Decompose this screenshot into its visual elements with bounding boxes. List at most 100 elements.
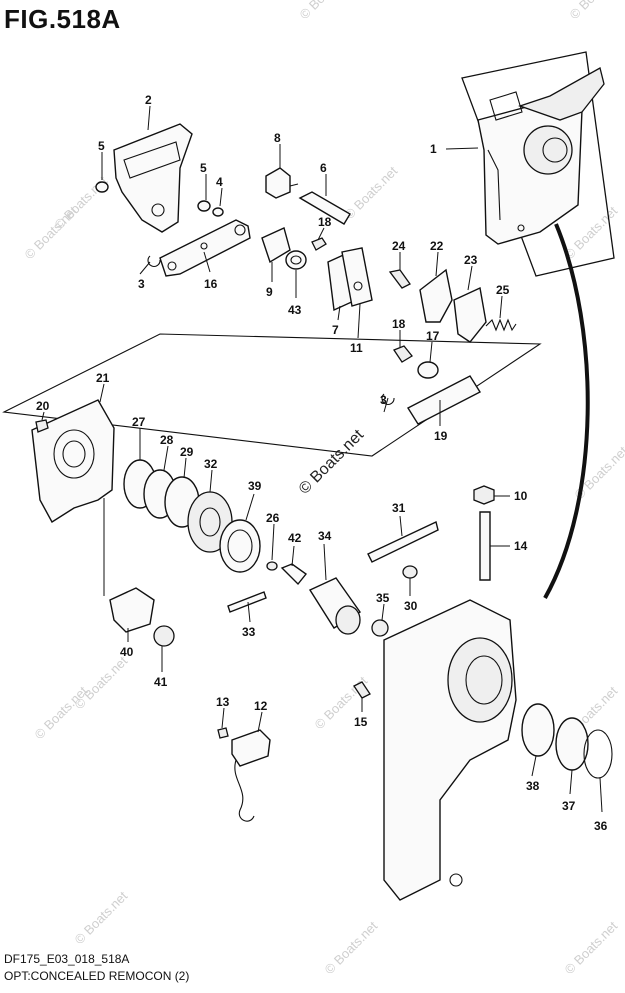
spring <box>485 318 517 332</box>
callout-18: 18 <box>392 317 406 331</box>
callout-14: 14 <box>514 539 528 553</box>
callout-33: 33 <box>242 625 256 639</box>
callout-3: 3 <box>138 277 145 291</box>
watermark-text: © Boats.net <box>567 0 625 22</box>
callout-labels: 1 2 3 3 4 5 5 6 7 8 9 10 11 12 13 14 15 … <box>36 93 608 833</box>
callout-18: 18 <box>318 215 332 229</box>
callout-11: 11 <box>350 341 363 355</box>
screw <box>35 419 49 433</box>
callout-43: 43 <box>288 303 302 317</box>
callout-6: 6 <box>320 161 327 175</box>
callout-41: 41 <box>154 675 168 689</box>
callout-31: 31 <box>392 501 406 515</box>
plate-hole <box>353 281 363 291</box>
cam-plate <box>261 227 291 264</box>
stud-bolt <box>479 511 491 581</box>
remote-control-unit <box>477 67 605 245</box>
neutral-switch-connector <box>231 729 271 822</box>
assembly-arrow <box>543 223 590 599</box>
figure-caption: OPT:CONCEALED REMOCON (2) <box>4 969 190 983</box>
callout-29: 29 <box>180 445 194 459</box>
detent-plate <box>453 286 487 343</box>
nut <box>473 485 495 505</box>
bushing-collar <box>371 619 389 637</box>
bushing-bore <box>290 255 302 265</box>
leader-lines <box>41 105 603 813</box>
main-housing <box>383 599 517 901</box>
washer <box>197 200 211 212</box>
watermark-text: © Boats.net <box>562 203 621 262</box>
watermark-text: © Boats.net <box>72 888 131 947</box>
grommet <box>153 625 175 647</box>
callout-5: 5 <box>200 161 207 175</box>
bracket-cover <box>113 123 193 233</box>
callout-2: 2 <box>145 93 152 107</box>
washer <box>212 207 224 217</box>
figure-title: FIG.518A <box>4 4 121 34</box>
pin <box>266 561 278 571</box>
washer-ring <box>555 717 589 771</box>
callout-34: 34 <box>318 529 332 543</box>
friction-plate <box>419 268 453 323</box>
pivot-shaft <box>298 191 351 225</box>
e-clip <box>147 255 161 267</box>
screw <box>217 727 229 739</box>
model-code: DF175_E03_018_518A <box>4 952 130 966</box>
sleeve <box>280 563 308 586</box>
watermark-text: © Boats.net <box>562 918 621 977</box>
thrust-washer-bore <box>227 529 253 563</box>
rod-pin <box>227 591 267 613</box>
watermark-text: © Boats.net <box>342 163 401 222</box>
callout-21: 21 <box>96 371 110 385</box>
screw <box>353 681 371 699</box>
callout-35: 35 <box>376 591 390 605</box>
callout-1: 1 <box>430 142 437 156</box>
callout-37: 37 <box>562 799 576 813</box>
subassembly-frame <box>2 333 542 457</box>
watermark-text: © Boats.net <box>72 653 131 712</box>
watermark-center-text: © Boats.net <box>296 426 368 498</box>
callout-5: 5 <box>98 139 105 153</box>
plug <box>402 565 418 579</box>
callout-28: 28 <box>160 433 174 447</box>
snap-ring <box>583 729 613 779</box>
callout-23: 23 <box>464 253 478 267</box>
callout-39: 39 <box>248 479 262 493</box>
callout-16: 16 <box>204 277 218 291</box>
screw <box>388 269 411 289</box>
callout-24: 24 <box>392 239 406 253</box>
callout-20: 20 <box>36 399 50 413</box>
callout-36: 36 <box>594 819 608 833</box>
bolt <box>393 345 413 363</box>
callout-7: 7 <box>332 323 339 337</box>
callout-25: 25 <box>496 283 510 297</box>
washer <box>95 181 109 193</box>
callout-13: 13 <box>216 695 230 709</box>
bolt <box>311 237 327 251</box>
callout-4: 4 <box>216 175 223 189</box>
callout-30: 30 <box>404 599 418 613</box>
callout-8: 8 <box>274 131 281 145</box>
switch-holder <box>109 587 155 633</box>
watermark-text: © Boats.net <box>297 0 356 22</box>
callout-19: 19 <box>434 429 448 443</box>
callout-26: 26 <box>266 511 280 525</box>
callout-40: 40 <box>120 645 134 659</box>
watermark-text: © Boats.net <box>322 918 381 977</box>
callout-10: 10 <box>514 489 528 503</box>
long-plate <box>367 521 439 563</box>
link-lever <box>159 219 251 277</box>
bushing <box>285 250 307 270</box>
callout-9: 9 <box>266 285 273 299</box>
thrust-washer <box>219 519 261 573</box>
callout-42: 42 <box>288 531 302 545</box>
side-housing-plate <box>31 399 115 523</box>
callout-12: 12 <box>254 699 268 713</box>
callout-32: 32 <box>204 457 218 471</box>
link-plate <box>407 375 481 425</box>
bracket-plate <box>341 247 373 307</box>
trim-switch-motor <box>308 577 362 635</box>
cam-gear-bore <box>199 507 221 537</box>
